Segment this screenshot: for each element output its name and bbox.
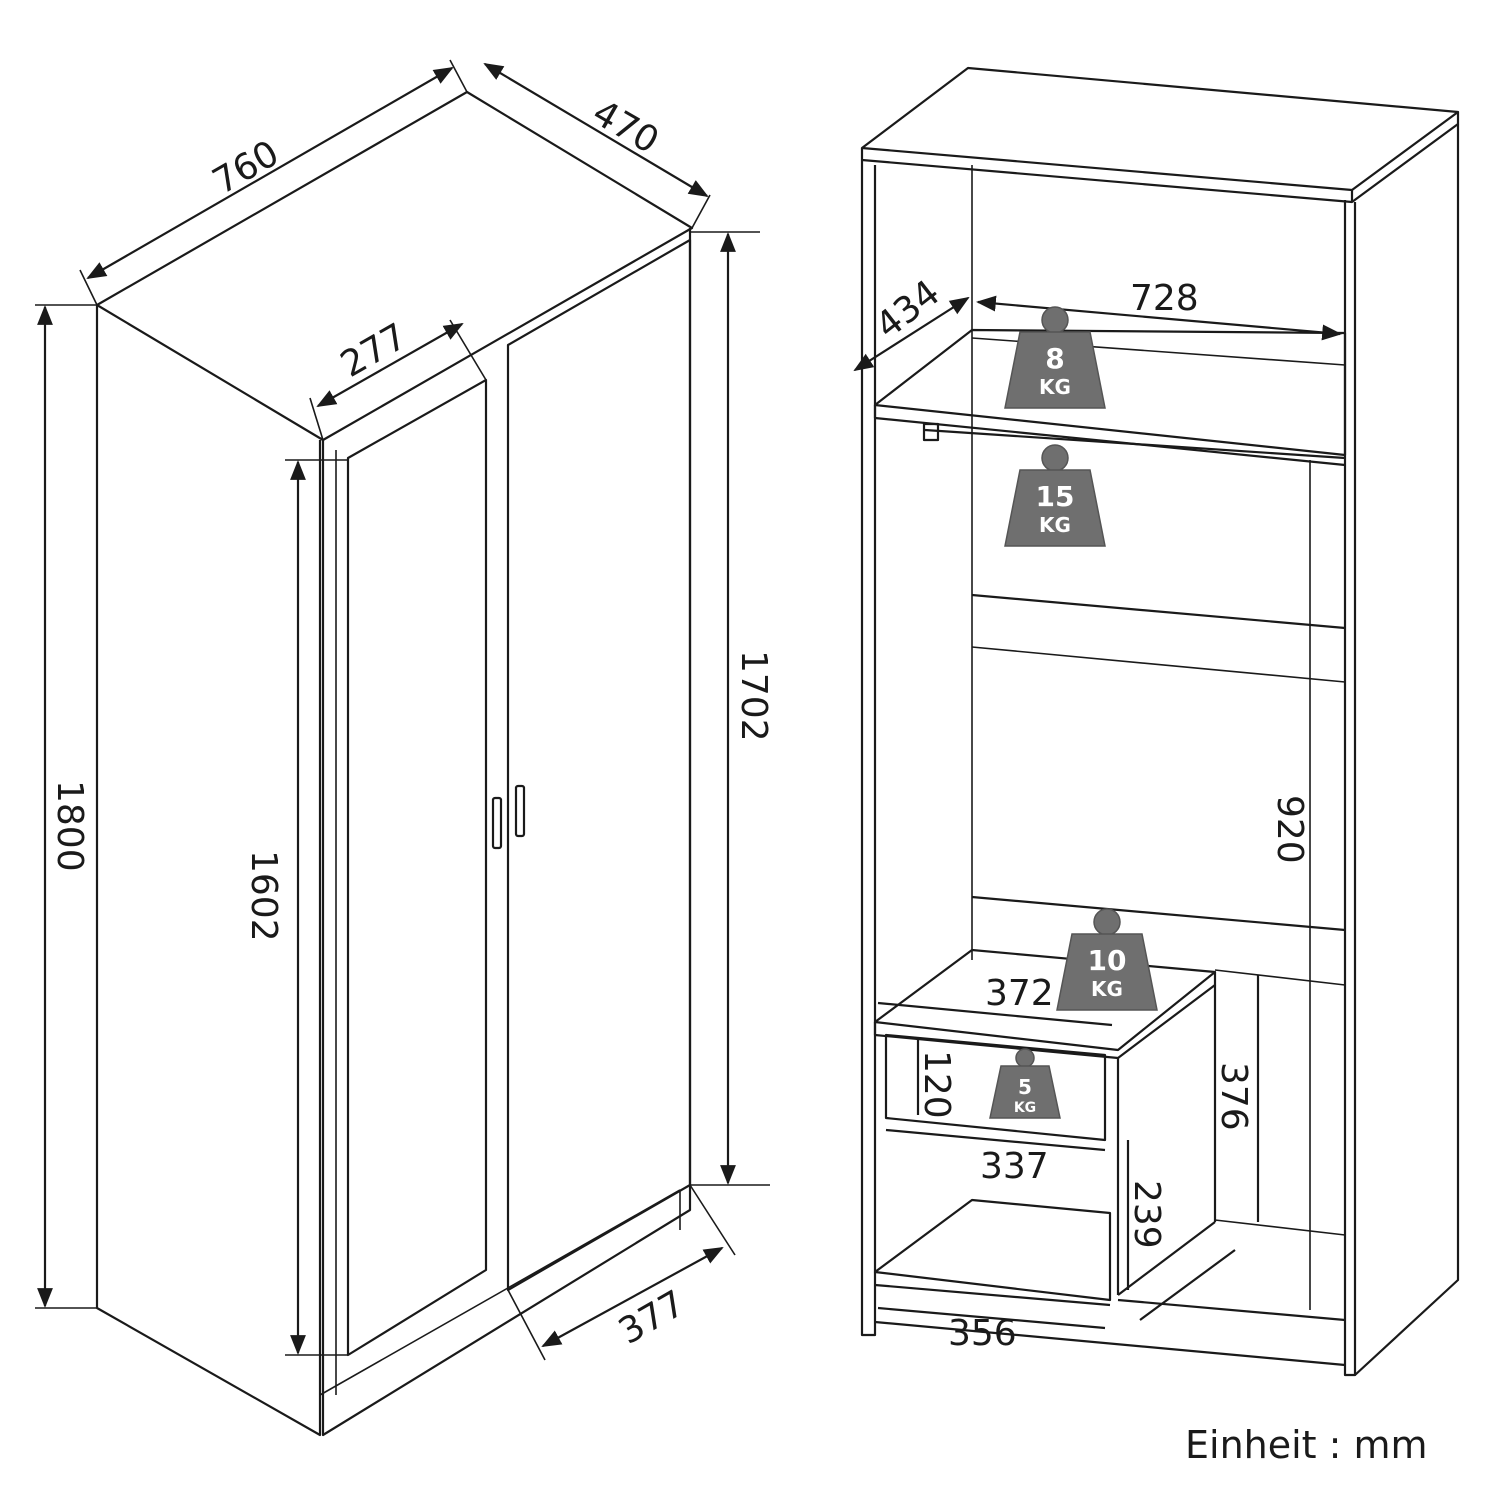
ext-line xyxy=(79,269,98,306)
weight-15kg: 15 KG xyxy=(1004,444,1106,547)
right-door xyxy=(506,238,692,1292)
drawer-front xyxy=(884,1033,1107,1142)
weight-value: 8 xyxy=(1045,342,1064,375)
weight-icon xyxy=(1015,1048,1035,1068)
top-board xyxy=(860,66,1460,192)
closed-wardrobe xyxy=(95,90,694,1437)
lower-height-label: 239 xyxy=(1126,1180,1167,1249)
rod-bracket xyxy=(922,422,940,442)
back-rail xyxy=(1214,969,1346,986)
shelf-width-dimension-line xyxy=(976,295,1342,341)
weight-unit: KG xyxy=(1014,1100,1036,1116)
weight-value: 15 xyxy=(1036,480,1075,513)
bottom-back-line xyxy=(1117,1298,1346,1322)
weight-value: 5 xyxy=(1018,1075,1032,1099)
door-height-label: 1602 xyxy=(243,850,284,942)
left-door xyxy=(346,378,488,1357)
shelf-width-label: 728 xyxy=(1130,278,1199,319)
back-rail xyxy=(971,593,1346,630)
left-side-panel xyxy=(95,305,322,1437)
body-height-label: 1702 xyxy=(733,650,774,742)
top-face xyxy=(95,90,694,442)
open-wardrobe-dimensions: 728 434 920 372 120 337 376 239 356 xyxy=(853,272,1342,1354)
weight-value: 10 xyxy=(1088,944,1127,977)
lower-depth-line xyxy=(1139,1249,1236,1321)
weight-icon xyxy=(1041,306,1069,334)
weight-10kg: 10 KG xyxy=(1056,908,1158,1011)
weight-icon-body xyxy=(1004,469,1106,547)
shelf-depth-dimension-line xyxy=(853,296,970,372)
width-label: 760 xyxy=(206,133,286,203)
weight-icon-body xyxy=(989,1065,1061,1119)
ext-line xyxy=(691,194,711,229)
hanging-rod xyxy=(924,428,1346,460)
open-wardrobe xyxy=(860,66,1460,1377)
bottom-compartment-floor xyxy=(873,1198,1112,1302)
unit-label: Einheit : mm xyxy=(1185,1423,1428,1467)
top-board-edge xyxy=(860,112,1460,204)
weight-icon-body xyxy=(1056,933,1158,1011)
weight-5kg: 5 KG xyxy=(989,1048,1061,1119)
side-depth-dimension-line xyxy=(541,1247,724,1347)
depth-dimension-line xyxy=(483,62,709,198)
weight-unit: KG xyxy=(1091,977,1123,1001)
back-rail xyxy=(1214,1219,1346,1236)
ext-line xyxy=(449,59,468,93)
width-dimension-line xyxy=(86,67,454,279)
bottom-width-dimension-line xyxy=(877,1306,1106,1330)
weight-icon xyxy=(1041,444,1069,472)
back-right-edge xyxy=(1354,124,1460,1376)
side-depth-label: 377 xyxy=(612,1283,692,1353)
back-rail xyxy=(971,895,1346,932)
drawer-top-width-label: 372 xyxy=(985,973,1054,1014)
drawer-unit-bottom xyxy=(1117,1221,1216,1296)
door-width-dimension-line xyxy=(316,323,464,407)
weight-icon xyxy=(1093,908,1121,936)
drawer-top-width-dimension-line xyxy=(877,1001,1113,1027)
door-handle-left xyxy=(491,796,503,850)
weight-unit: KG xyxy=(1039,513,1071,537)
drawer-unit-height-label: 376 xyxy=(1213,1062,1254,1131)
back-rail xyxy=(971,646,1346,683)
door-handle-right xyxy=(514,784,526,838)
bottom-width-label: 356 xyxy=(948,1313,1017,1354)
drawer-inner-width-label: 337 xyxy=(980,1146,1049,1187)
weight-8kg: 8 KG xyxy=(1004,306,1106,409)
drawer-height-label: 120 xyxy=(916,1050,957,1119)
total-height-label: 1800 xyxy=(49,780,90,872)
depth-label: 470 xyxy=(586,92,666,162)
weight-unit: KG xyxy=(1039,375,1071,399)
hanging-height-label: 920 xyxy=(1269,795,1310,864)
right-side-panel xyxy=(1343,200,1357,1377)
ext-line xyxy=(309,397,324,441)
bottom-board xyxy=(874,1283,1111,1307)
ext-line xyxy=(689,1184,736,1256)
drawer-inner-width-dimension-line xyxy=(885,1128,1106,1152)
ext-line xyxy=(507,1289,546,1361)
left-side-panel xyxy=(860,160,877,1337)
weight-icon-body xyxy=(1004,331,1106,409)
plinth xyxy=(874,1320,1346,1367)
